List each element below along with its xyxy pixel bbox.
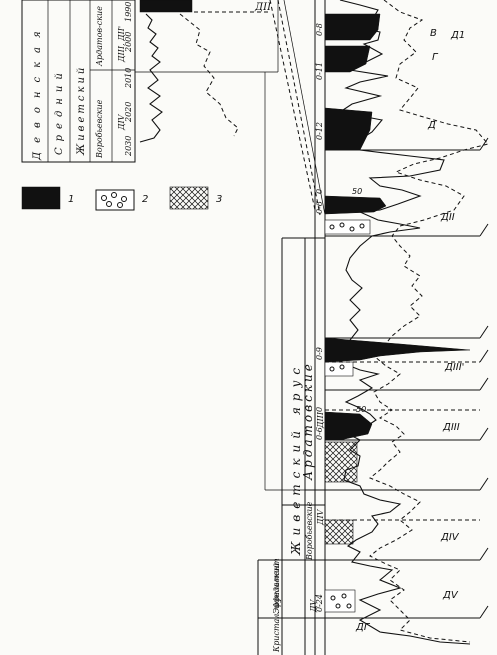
- seam-label: Д: [427, 120, 436, 131]
- legend: 1 2 3: [21, 186, 222, 211]
- inset-depth-label: 2010: [124, 68, 133, 89]
- black-fill: [324, 13, 381, 41]
- main-column: Живетский ярус Ардатовские Воробьевские …: [257, 0, 326, 655]
- horizon-vorob: Воробьевские: [305, 501, 314, 561]
- interval-label: 0-6: [315, 427, 324, 440]
- sub-letter: В: [430, 28, 437, 39]
- interval-label: 0-8: [315, 23, 324, 36]
- legend-num: 1: [68, 194, 74, 205]
- black-fill: [324, 45, 371, 73]
- seam-label: Д1: [450, 30, 465, 41]
- boundary-lines: [325, 137, 489, 619]
- interval-label: 0-11: [315, 62, 324, 80]
- scale-mark: 50: [352, 187, 362, 196]
- interval-label: 0: [315, 189, 324, 194]
- seam-label: ДIII: [442, 422, 460, 433]
- circles-fill: [324, 219, 371, 235]
- seam-label: ДIII': [444, 362, 464, 373]
- inset-depth-label: 1990: [124, 2, 133, 22]
- inset-solid-log: [139, 13, 163, 143]
- seam-labels: Д1 Д ДII ДIII' ДIII ДIV ДV ДГ В Г: [355, 28, 465, 633]
- crosshatch-fill: [324, 441, 358, 483]
- interval-label: 0-9: [315, 347, 324, 360]
- black-fill: [324, 411, 373, 441]
- legend-num: 2: [142, 194, 148, 205]
- circles-fill: [324, 361, 354, 377]
- inset-substage-bottom: Воробьевские: [95, 99, 104, 159]
- inset-index-top: ДIII, ДII': [117, 26, 126, 63]
- legend-swatch-black: [21, 186, 61, 210]
- inset-depth-label: 2020: [124, 102, 133, 123]
- interval-label: 0-12: [315, 122, 324, 140]
- interval-labels: 0-8 0-11 0-12 0 0-6 0-9 0 0-6 0-24: [315, 23, 324, 612]
- inset-section: Девонская Средний Живетский Ардатов-ские…: [21, 0, 272, 163]
- inset-stage-label: Живетский: [76, 65, 87, 156]
- horizon-eifel: Эйфельский: [272, 563, 281, 614]
- seam-label: ДIV: [440, 532, 460, 543]
- inset-substage-top: Ардатов-ские: [95, 6, 104, 67]
- index-upper: ДIII: [316, 411, 325, 429]
- black-fill: [324, 337, 471, 363]
- seam-label: ДV: [442, 590, 459, 601]
- solid-log-curve: [338, 0, 471, 645]
- inset-layer-label: ДII: [254, 2, 272, 13]
- seam-label: ДII: [440, 212, 455, 223]
- seam-label: ДГ: [355, 622, 371, 633]
- sub-letter: Г: [432, 52, 439, 63]
- basement-label: Кристал. фундамент: [272, 558, 281, 653]
- inset-black-layer: [139, 0, 193, 13]
- interval-label: 0: [315, 407, 324, 412]
- index-vorob: ДIV: [316, 508, 325, 526]
- horizon-ardatov: Ардатовские: [301, 361, 315, 481]
- stage-label: Живетский ярус: [289, 362, 303, 556]
- inset-system-label: Девонская: [32, 22, 43, 161]
- inset-depth-ticks: 1990 2000 2010 2020 2030: [124, 2, 133, 157]
- interval-label: 0-6: [315, 201, 324, 214]
- interval-label: 0-24: [315, 594, 324, 612]
- dashed-log-curve: [369, 0, 489, 643]
- inset-department-label: Средний: [54, 67, 65, 155]
- index-eifel: ДV: [309, 598, 318, 613]
- correlation-lines: [135, 0, 326, 491]
- crosshatch-fill: [324, 519, 354, 545]
- inset-depth-label: 2000: [124, 32, 133, 53]
- inset-dashed-log: [179, 13, 239, 137]
- circles-fill: [324, 589, 356, 613]
- black-fill: [324, 195, 387, 215]
- black-fill: [324, 107, 373, 151]
- legend-swatch-crosshatch: [169, 186, 209, 210]
- legend-swatch-circles: [95, 189, 135, 211]
- legend-num: 3: [216, 194, 222, 205]
- inset-depth-label: 2030: [124, 136, 133, 157]
- log-curves: [324, 0, 489, 645]
- inset-index-mid: ДIV: [117, 113, 126, 131]
